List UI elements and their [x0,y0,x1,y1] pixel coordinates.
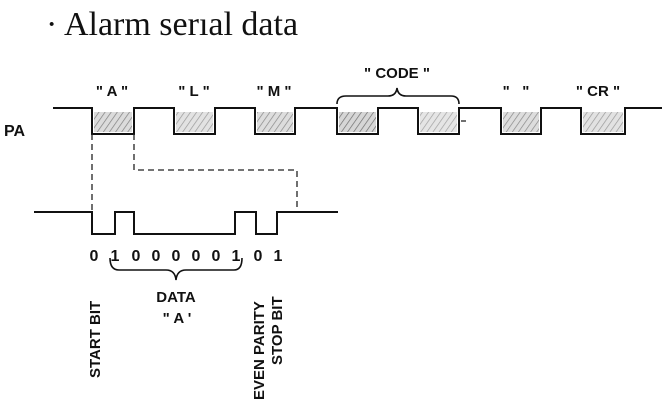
data-brace [109,257,243,281]
annotation-data-char: " A ' [163,310,192,327]
bit-4: 0 [172,248,181,265]
bit-waveform [34,211,338,235]
expand-dash-right [133,134,298,212]
label-cr: " CR " [576,83,620,100]
bit-2: 0 [132,248,141,265]
annotation-start-bit: START BIT [87,301,104,378]
label-char-m: " M " [256,83,291,100]
bit-7: 1 [232,248,241,265]
pa-label: PA [4,123,25,140]
annotation-data: DATA [156,289,196,306]
pa-block-code2 [420,112,457,132]
pa-signal-line [53,107,662,135]
bit-3: 0 [152,248,161,265]
label-code: " CODE " [364,65,430,82]
label-char-a: " A " [96,83,128,100]
label-space: " " [503,83,530,100]
annotation-even-parity: EVEN PARITY [251,301,268,400]
pa-block-a [94,112,132,132]
bit-8: 0 [254,248,263,265]
bit-0: 0 [90,248,99,265]
page-title: · Alarm serıal data [46,6,299,43]
pa-block-space [503,112,539,132]
bit-5: 0 [192,248,201,265]
label-char-l: " L " [178,83,209,100]
bit-9: 1 [274,248,283,265]
pa-block-l [176,112,213,132]
annotation-stop-bit: STOP BIT [269,296,286,365]
pa-block-m [257,112,293,132]
bit-1: 1 [111,248,120,265]
code-brace [336,87,460,105]
bit-6: 0 [212,248,221,265]
pa-block-cr [583,112,623,132]
pa-block-code1 [339,112,376,132]
